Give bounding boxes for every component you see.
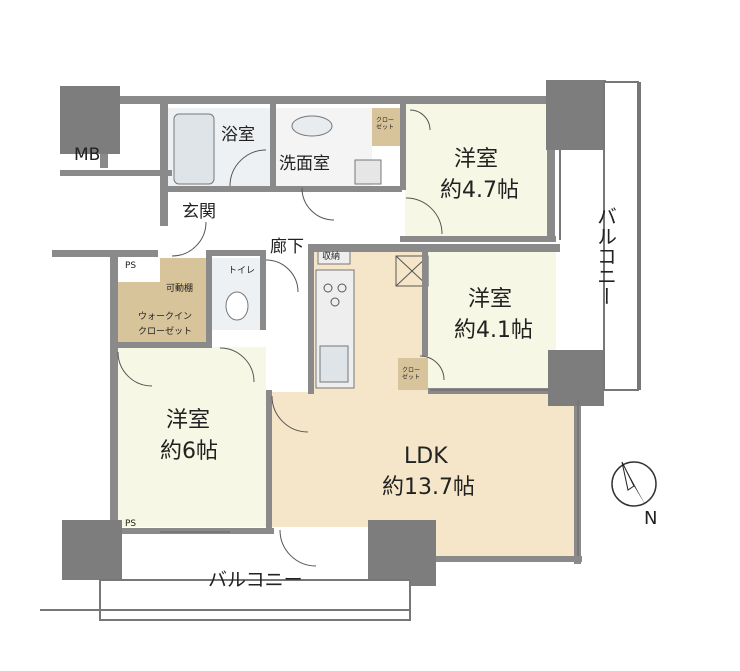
movable-shelf-label: 可動棚: [166, 284, 194, 294]
walk-in-closet-label-2: クローゼット: [138, 327, 193, 337]
ldk-size: 約13.7帖: [382, 475, 475, 500]
burner: [330, 297, 340, 307]
entrance-label: 玄関: [182, 202, 216, 222]
closet-2-floor: [398, 358, 428, 390]
pillars: [60, 80, 606, 586]
ps-label-2: PS: [125, 519, 137, 529]
burner: [337, 283, 347, 293]
bath-label: 浴室: [221, 125, 255, 145]
western-room-3-floor: [118, 347, 266, 527]
western-room-2-name: 洋室: [468, 287, 513, 312]
balcony-south-label: バルコニー: [208, 569, 303, 591]
western-room-1-size: 約4.7帖: [440, 178, 519, 203]
windows: [160, 150, 579, 556]
closet-1-floor: [372, 108, 402, 146]
balcony-east: [603, 81, 641, 391]
balcony-east-label: バルコニー: [593, 206, 618, 306]
corridor-label: 廊下: [270, 237, 304, 257]
ps-label-1: PS: [125, 261, 137, 271]
door-swings: [117, 109, 445, 567]
closet-1-label: クロー ゼット: [376, 117, 395, 131]
western-room-3-size: 約6帖: [160, 439, 218, 464]
western-room-2-size: 約4.1帖: [454, 318, 533, 343]
closet-2-label: クロー ゼット: [402, 367, 421, 381]
mb-label: MB: [74, 145, 101, 165]
ldk-name: LDK: [404, 444, 448, 469]
toilet-bowl: [225, 291, 249, 321]
movable-shelf-floor: [160, 258, 210, 290]
washbasin: [291, 115, 333, 137]
sink: [319, 345, 349, 383]
walk-in-closet-label-1: ウォークイン: [138, 312, 193, 322]
western-room-3-name: 洋室: [166, 408, 211, 433]
western-room-2-floor: [428, 252, 556, 392]
balcony-south: [40, 579, 411, 621]
burner: [323, 283, 333, 293]
compass-icon: [611, 461, 657, 507]
compass-north-label: N: [644, 508, 658, 529]
western-room-1-name: 洋室: [454, 147, 499, 172]
bathtub: [173, 113, 215, 185]
walk-in-closet-floor: [118, 282, 210, 342]
washing-machine: [354, 159, 382, 185]
storage-label: 収納: [322, 252, 341, 262]
toilet-label: トイレ: [228, 266, 256, 276]
washroom-label: 洗面室: [279, 154, 330, 174]
